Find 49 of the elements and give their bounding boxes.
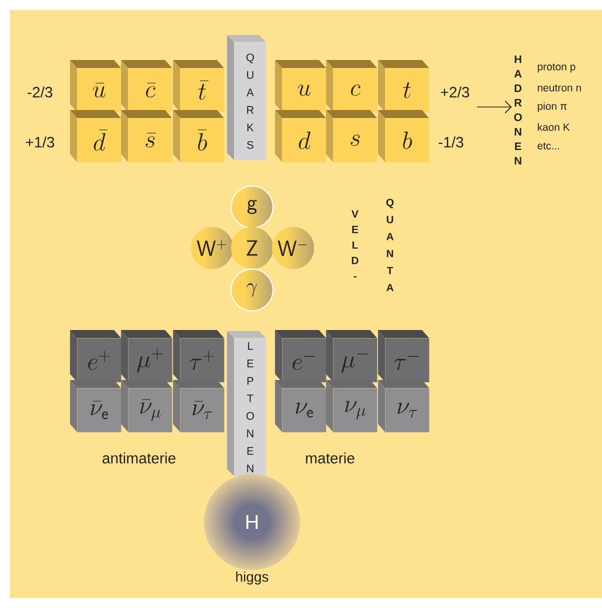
charge-label: -2/3 [28,86,52,98]
lepton-cube: $\bar{\nu}_{\mu}$ [121,380,172,432]
node-caption: higgs [236,571,268,585]
higgs-glow: H [204,474,300,570]
group-label: antimaterie [102,452,176,464]
group-label: materie [306,452,354,464]
quark-cube: $u$ [275,60,326,112]
arrow [476,100,512,114]
quark-cube: $\bar{c}$ [121,60,172,112]
vertical-label: QUANTA [386,198,394,292]
node-label: $e^{+}$ [88,350,110,370]
lepton-cube: $\tau^{+}$ [173,330,224,382]
charge-label: -1/3 [438,136,464,148]
lepton-cube: $\bar{\nu}_{\tau}$ [173,380,224,432]
hadron-name: neutron n [538,84,581,92]
quark-cube: $\bar{b}$ [173,110,224,162]
quark-cube: $\bar{s}$ [121,110,172,162]
hadron-name: kaon K [538,123,570,131]
node-label: $\tau^{-}$ [394,356,419,370]
charge-label: +2/3 [440,86,470,98]
quark-cube: $c$ [326,60,378,112]
vertical-heading: HADRONEN [514,55,522,165]
lepton-cube: $\bar{\nu}_{\mathsf{e}}$ [70,380,122,432]
lepton-cube: $e^{-}$ [275,330,326,382]
hadron-name: pion π [538,102,567,112]
node-label: $\tau^{+}$ [190,350,214,370]
node-label: $e^{-}$ [292,356,315,370]
charge-label: +1/3 [26,136,54,148]
quarks-bar: QUARKS [227,35,266,160]
lepton-cube: $\nu_{\mu}$ [326,380,378,432]
hadron-name: etc... [538,142,559,150]
quark-cube: $\bar{d}$ [70,110,122,162]
quark-cube: $t$ [378,60,430,112]
lepton-cube: $\mu^{-}$ [326,330,378,382]
leptons-bar: LEPTONEN [227,331,266,476]
lepton-cube: $\nu_{\tau}$ [378,380,430,432]
node-label: $\mu^{+}$ [137,348,163,373]
lepton-cube: $\tau^{-}$ [378,330,430,382]
node-label: $\mu^{-}$ [342,354,368,373]
quark-cube: $b$ [378,110,430,162]
lepton-cube: $e^{+}$ [70,330,122,382]
quark-cube: $d$ [275,110,326,162]
lepton-cube: $\mu^{+}$ [121,330,172,382]
quark-cube: $\bar{t}$ [173,60,224,112]
quark-cube: $s$ [326,110,378,162]
lepton-cube: $\nu_{\mathsf{e}}$ [275,380,326,432]
hadron-name: proton p [538,64,576,72]
quark-cube: $\bar{u}$ [70,60,122,112]
vertical-label: VELD- [352,210,358,278]
